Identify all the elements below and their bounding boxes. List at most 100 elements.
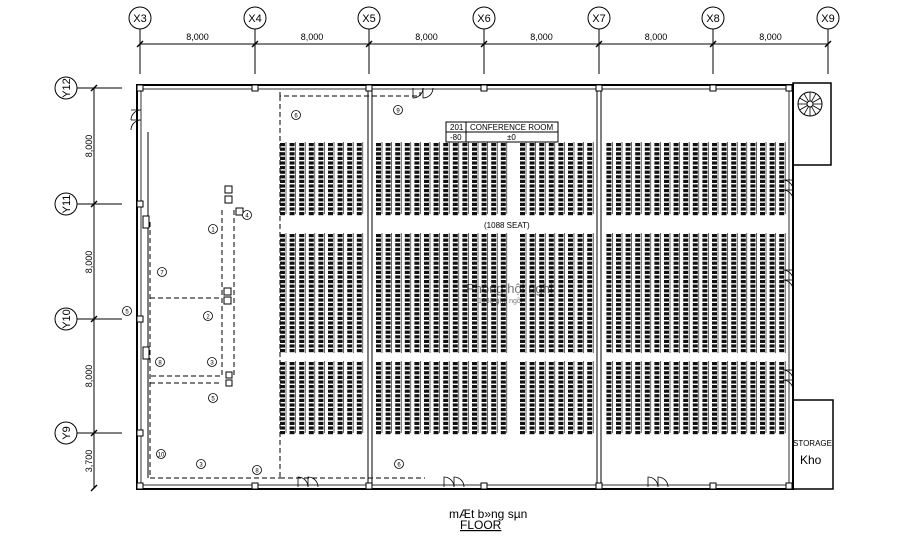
seat [299, 398, 305, 402]
seat [280, 280, 285, 284]
seat [616, 371, 621, 375]
seat [760, 312, 765, 316]
seat [577, 431, 583, 435]
seat [721, 371, 727, 375]
seat [558, 316, 564, 320]
seat [529, 289, 535, 293]
seat [462, 293, 468, 297]
equipment-boxes [142, 185, 244, 387]
seat [347, 312, 353, 316]
seat [337, 280, 343, 284]
seat [692, 280, 698, 284]
seat [481, 247, 487, 251]
callout-bubble [393, 105, 403, 115]
seat [347, 198, 353, 202]
seat [568, 362, 573, 366]
seat [308, 280, 314, 284]
seat [606, 234, 612, 238]
seat [424, 421, 429, 425]
seat [424, 366, 429, 370]
seat [481, 403, 487, 407]
seat [568, 375, 573, 379]
seat [692, 261, 698, 265]
seat [654, 284, 660, 288]
seat [443, 417, 449, 421]
seat [356, 394, 362, 398]
seat [635, 344, 641, 348]
seat [558, 270, 564, 274]
seat [779, 426, 785, 430]
seat [548, 417, 554, 421]
callout-number: 9 [396, 109, 400, 115]
seat [616, 375, 621, 379]
seat [356, 371, 362, 375]
seat [731, 321, 737, 325]
seat [635, 161, 641, 165]
seat [625, 156, 631, 160]
seat [404, 339, 410, 343]
seat [481, 266, 487, 270]
seat [654, 293, 660, 297]
seat [404, 389, 410, 393]
seat [328, 257, 333, 261]
seat [683, 152, 689, 156]
seat [308, 431, 314, 435]
seat [769, 284, 775, 288]
seat [673, 252, 679, 256]
seat [548, 408, 554, 412]
seat [731, 284, 737, 288]
seat [644, 339, 650, 343]
seat [385, 417, 391, 421]
seat [616, 184, 621, 188]
seat [462, 147, 468, 151]
row-label: Y9 [61, 426, 73, 439]
seat [683, 375, 689, 379]
door-swing [443, 476, 455, 488]
seat [289, 275, 295, 279]
seat [452, 316, 458, 320]
seat [721, 175, 727, 179]
seat [452, 303, 458, 307]
seat [702, 247, 708, 251]
seat [750, 371, 756, 375]
seat [587, 202, 593, 206]
seat [769, 330, 775, 334]
seat [673, 243, 679, 247]
seat [280, 421, 285, 425]
seat [472, 156, 477, 160]
seat [664, 362, 669, 366]
seat [750, 312, 756, 316]
seat [289, 385, 295, 389]
seat [644, 307, 650, 311]
seat [712, 247, 717, 251]
seat [731, 344, 737, 348]
seat [376, 375, 381, 379]
seat [644, 275, 650, 279]
seat [539, 326, 545, 330]
seat [385, 312, 391, 316]
stair-tread [812, 97, 821, 103]
seat [337, 293, 343, 297]
seat [683, 362, 689, 366]
seat [616, 394, 621, 398]
seat [433, 143, 439, 147]
seat [644, 202, 650, 206]
seat [635, 166, 641, 170]
seat [702, 170, 708, 174]
seat [443, 408, 449, 412]
seat [452, 398, 458, 402]
seat [414, 266, 420, 270]
seat [760, 431, 765, 435]
seat [760, 403, 765, 407]
seat [616, 143, 621, 147]
seat [625, 408, 631, 412]
seat [779, 403, 785, 407]
seat [587, 234, 593, 238]
seat [606, 380, 612, 384]
seat [472, 417, 477, 421]
seat [577, 143, 583, 147]
seat [443, 156, 449, 160]
seat [462, 243, 468, 247]
seat [529, 330, 535, 334]
